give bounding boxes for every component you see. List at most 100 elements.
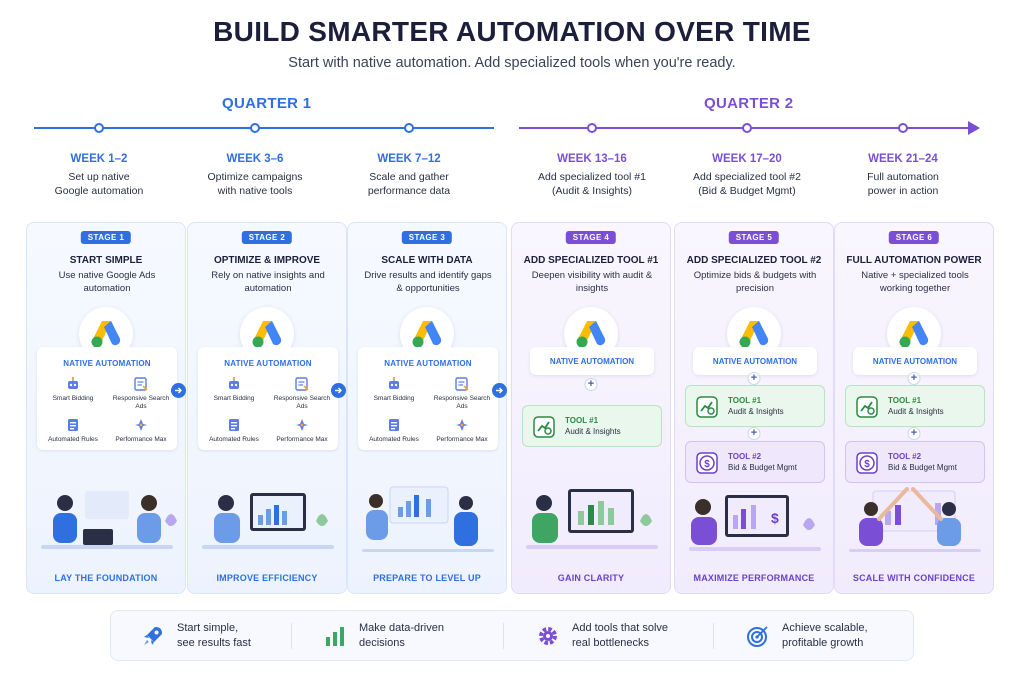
ad-document-icon xyxy=(133,376,149,392)
timeline-arrowhead-icon xyxy=(968,121,980,135)
ad-document-icon xyxy=(454,376,470,392)
dollar-icon xyxy=(856,452,878,474)
week-label: WEEK 1–2 xyxy=(70,153,128,165)
feature-label: Smart Bidding xyxy=(213,395,255,402)
flow-arrow-icon xyxy=(171,383,186,398)
tool-2-card: TOOL #2 Bid & Budget Mgmt xyxy=(845,441,985,483)
flow-arrow-icon xyxy=(492,383,507,398)
target-icon xyxy=(747,626,768,647)
native-automation-title: NATIVE AUTOMATION xyxy=(224,359,312,368)
stage-title: FULL AUTOMATION POWER xyxy=(846,255,982,266)
feature-label: Automated Rules xyxy=(209,436,259,443)
stage-card-3: STAGE 3 SCALE WITH DATA Drive results an… xyxy=(347,222,507,594)
week-desc: Google automation xyxy=(54,185,144,197)
high-five-illustration xyxy=(849,487,981,552)
team-illustration xyxy=(41,491,177,549)
rocket-icon xyxy=(144,627,162,645)
tool-desc: Audit & Insights xyxy=(888,407,944,416)
week-desc: Set up native xyxy=(68,171,130,183)
plus-icon: + xyxy=(907,427,921,440)
tool-name: TOOL #1 xyxy=(565,416,599,425)
feature-automated-rules: Automated Rules xyxy=(39,417,107,444)
timeline-quarter-1 xyxy=(34,127,494,129)
feature-label: Smart Bidding xyxy=(373,395,415,402)
week-desc: with native tools xyxy=(217,185,293,197)
plus-icon: + xyxy=(747,372,761,385)
stage-footer-label: MAXIMIZE PERFORMANCE xyxy=(693,573,815,583)
feature-responsive-search-ads: Responsive Search Ads xyxy=(107,376,175,411)
stage-title: OPTIMIZE & IMPROVE xyxy=(213,255,321,266)
svg-text:$: $ xyxy=(771,510,779,526)
feature-label: Automated Rules xyxy=(369,436,419,443)
tool-name: TOOL #2 xyxy=(888,452,922,461)
audit-insights-icon xyxy=(696,396,718,418)
feature-responsive-search-ads: Responsive Search Ads xyxy=(428,376,496,411)
rules-icon xyxy=(226,417,242,433)
stage-badge: STAGE 3 xyxy=(401,231,453,244)
plus-icon: + xyxy=(584,378,598,391)
stage-description: Rely on native insights and automation xyxy=(211,270,325,294)
timeline-dot xyxy=(404,123,414,133)
feature-automated-rules: Automated Rules xyxy=(360,417,428,444)
native-automation-box: NATIVE AUTOMATION xyxy=(530,347,654,375)
tool-name: TOOL #1 xyxy=(728,396,762,405)
plus-icon: + xyxy=(907,372,921,385)
week-desc: Full automation xyxy=(867,171,939,183)
analyst-illustration: $ xyxy=(689,495,821,551)
stage-title: START SIMPLE xyxy=(69,255,143,266)
rules-icon xyxy=(65,417,81,433)
performance-max-icon xyxy=(454,417,470,433)
tool-desc: Audit & Insights xyxy=(728,407,784,416)
week-desc: power in action xyxy=(867,185,939,197)
divider xyxy=(713,623,714,649)
flow-arrow-icon xyxy=(331,383,346,398)
feature-label: Responsive Search Ads xyxy=(273,395,331,410)
audit-insights-icon xyxy=(533,416,555,438)
page-subtitle: Start with native automation. Add specia… xyxy=(288,55,736,71)
week-label: WEEK 13–16 xyxy=(557,153,627,165)
feature-smart-bidding: Smart Bidding xyxy=(360,376,428,411)
divider xyxy=(291,623,292,649)
feature-label: Automated Rules xyxy=(48,436,98,443)
stage-badge: STAGE 2 xyxy=(241,231,293,244)
week-desc: performance data xyxy=(367,185,451,197)
quarter-2-label: QUARTER 2 xyxy=(704,95,794,112)
stage-card-6: STAGE 6 FULL AUTOMATION POWER Native + s… xyxy=(834,222,994,594)
dollar-icon xyxy=(696,452,718,474)
analyst-illustration xyxy=(526,489,658,549)
tool-1-card: TOOL #1 Audit & Insights xyxy=(685,385,825,427)
rules-icon xyxy=(386,417,402,433)
stage-footer-label: PREPARE TO LEVEL UP xyxy=(373,573,481,583)
stage-title: SCALE WITH DATA xyxy=(381,255,473,266)
tool-desc: Bid & Budget Mgmt xyxy=(728,463,797,472)
benefits-bar: Start simple,see results fast Make data-… xyxy=(110,610,914,661)
timeline-dot xyxy=(587,123,597,133)
stage-description: Optimize bids & budgets with precision xyxy=(693,270,817,294)
stage-title: ADD SPECIALIZED TOOL #2 xyxy=(686,255,822,266)
tool-1-card: TOOL #1 Audit & Insights xyxy=(522,405,662,447)
stage-badge: STAGE 4 xyxy=(565,231,617,244)
stage-description: Drive results and identify gaps & opport… xyxy=(364,270,492,294)
week-desc: Optimize campaigns xyxy=(207,171,303,183)
week-desc: (Audit & Insights) xyxy=(552,185,632,197)
week-desc: Add specialized tool #1 xyxy=(538,171,646,183)
feature-label: Responsive Search Ads xyxy=(433,395,491,410)
stage-footer-label: GAIN CLARITY xyxy=(557,573,625,583)
robot-icon xyxy=(386,376,402,392)
presentation-illustration xyxy=(362,486,494,552)
native-automation-box: NATIVE AUTOMATION Smart Bidding Responsi… xyxy=(198,347,338,450)
robot-icon xyxy=(65,376,81,392)
stage-title: ADD SPECIALIZED TOOL #1 xyxy=(523,255,659,266)
stage-card-5: STAGE 5 ADD SPECIALIZED TOOL #2 Optimize… xyxy=(674,222,834,594)
divider xyxy=(503,623,504,649)
week-desc: Scale and gather xyxy=(369,171,449,183)
feature-label: Performance Max xyxy=(436,436,488,443)
native-automation-box: NATIVE AUTOMATION xyxy=(693,347,817,375)
timeline-dot xyxy=(250,123,260,133)
feature-label: Performance Max xyxy=(276,436,328,443)
tool-desc: Bid & Budget Mgmt xyxy=(888,463,957,472)
analyst-illustration xyxy=(202,493,334,549)
